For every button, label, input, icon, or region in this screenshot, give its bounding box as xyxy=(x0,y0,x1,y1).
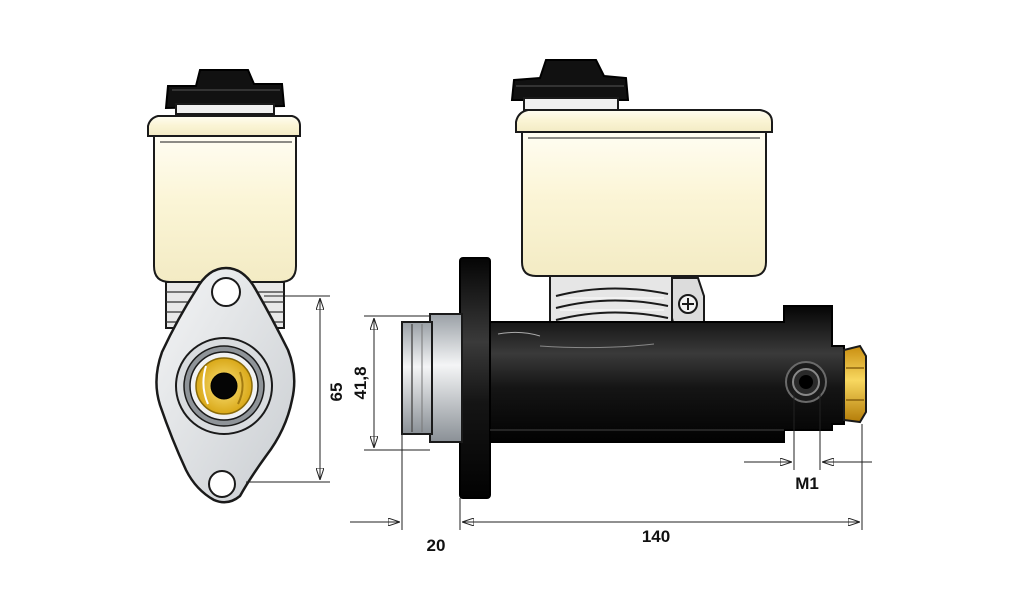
side-view-mounting-flange xyxy=(459,257,491,499)
dimension-41-8: 41,8 xyxy=(351,315,430,451)
cylinder-body xyxy=(489,305,845,443)
dimension-20: 20 xyxy=(350,522,494,555)
dimension-65: 65 xyxy=(246,295,346,483)
end-view: 65 xyxy=(147,69,346,504)
dimension-label-65: 65 xyxy=(327,383,346,402)
dimension-label-41-8: 41,8 xyxy=(351,366,370,399)
side-view-reservoir-cap xyxy=(510,59,630,111)
push-rod-boss xyxy=(401,313,463,443)
dimension-label-140: 140 xyxy=(642,527,670,546)
dimension-m1: M1 xyxy=(744,392,872,493)
brass-end-nut xyxy=(843,344,867,424)
side-view: 41,8 20 140 M1 xyxy=(350,59,872,555)
dimension-label-m1: M1 xyxy=(795,474,819,493)
dimension-label-20: 20 xyxy=(427,536,446,555)
side-view-reservoir xyxy=(515,109,773,277)
dimension-140: 140 xyxy=(494,522,860,546)
end-view-flange xyxy=(155,266,296,504)
end-view-reservoir-cap xyxy=(164,69,286,115)
end-view-reservoir xyxy=(147,115,301,283)
